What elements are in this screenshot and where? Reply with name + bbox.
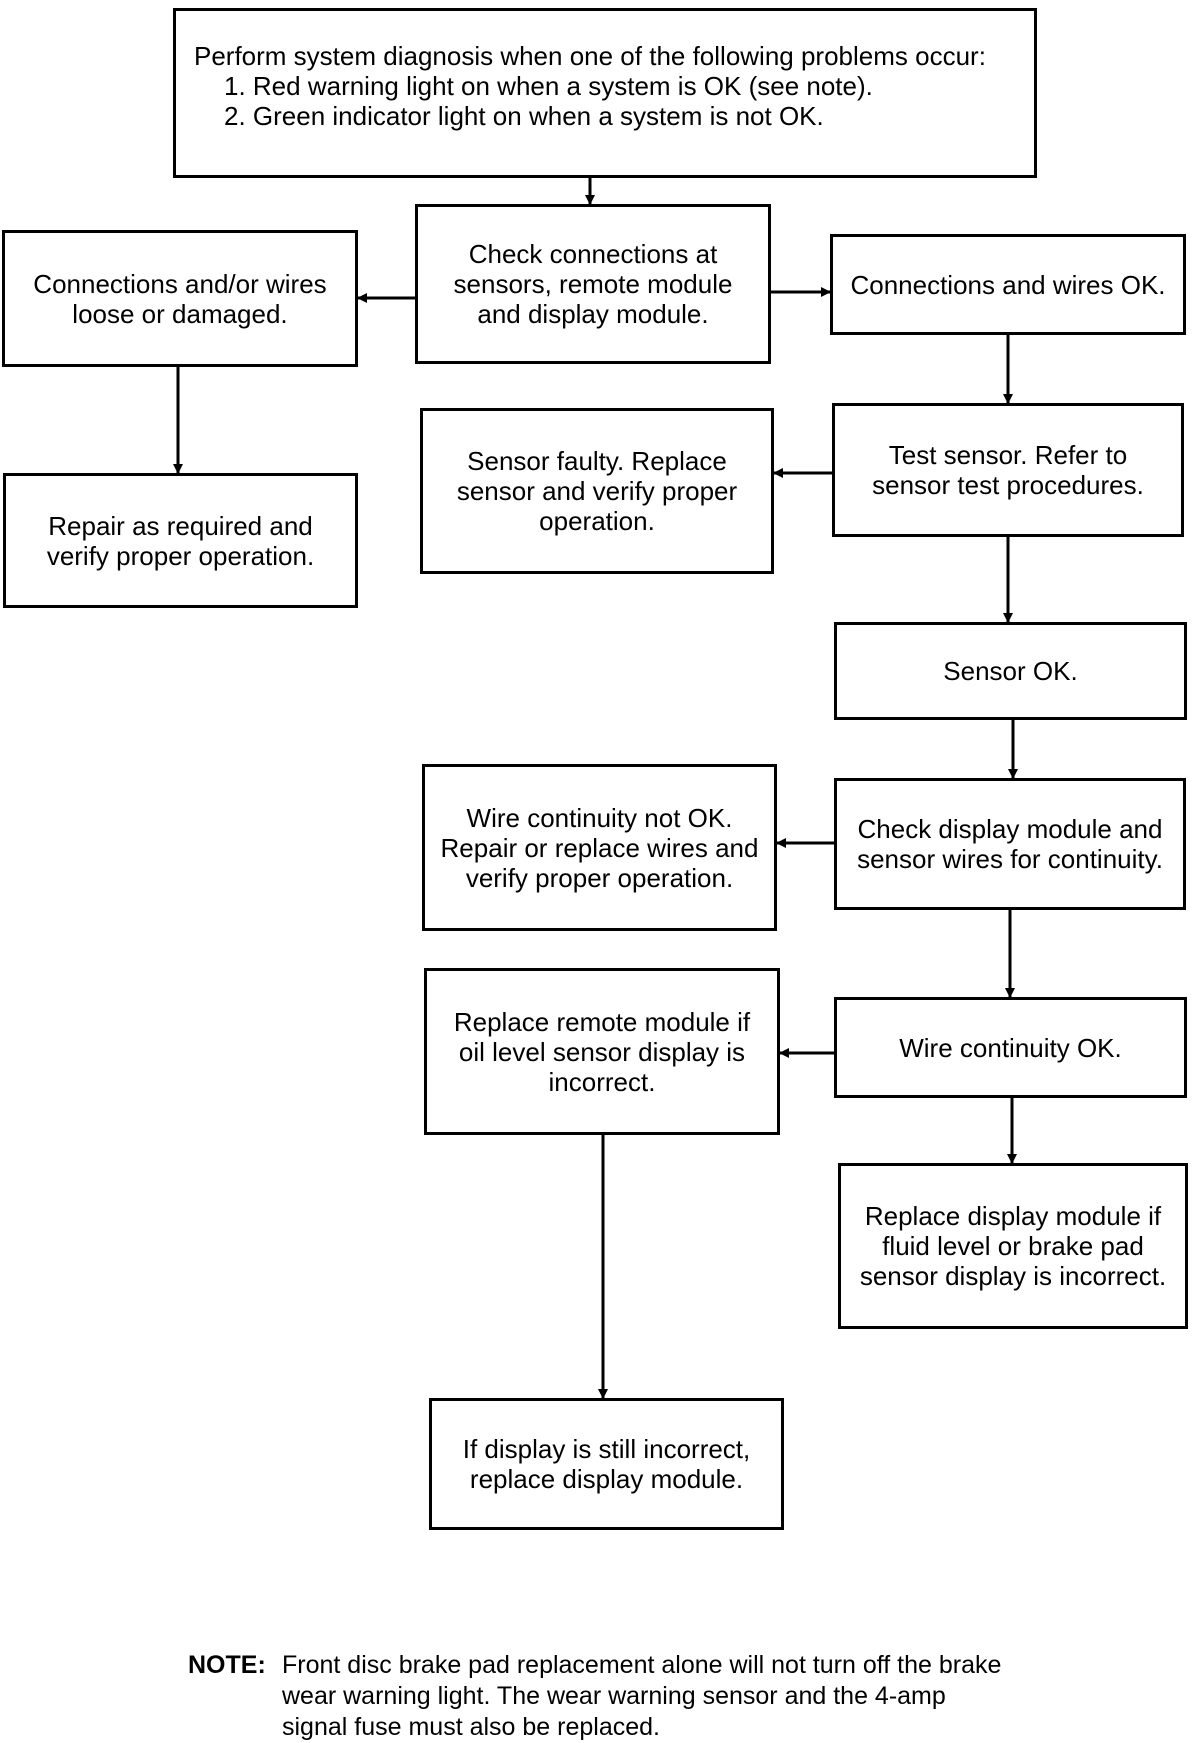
replace-display-text: Replace display module if fluid level or… <box>859 1201 1167 1291</box>
wire-ok-box: Wire continuity OK. <box>834 997 1187 1098</box>
repair-box: Repair as required and verify proper ope… <box>3 473 358 608</box>
wire-ok-text: Wire continuity OK. <box>899 1032 1122 1063</box>
replace-remote-box: Replace remote module if oil level senso… <box>424 968 780 1135</box>
replace-display-box: Replace display module if fluid level or… <box>838 1163 1188 1329</box>
note-label: NOTE: <box>188 1651 266 1679</box>
connections-damaged-box: Connections and/or wires loose or damage… <box>2 230 358 367</box>
test-sensor-text: Test sensor. Refer to sensor test proced… <box>872 440 1144 500</box>
sensor-faulty-text: Sensor faulty. Replace sensor and verify… <box>456 446 738 536</box>
check-display-box: Check display module and sensor wires fo… <box>834 778 1186 910</box>
check-connections-text: Check connections at sensors, remote mod… <box>453 239 733 329</box>
wire-not-ok-box: Wire continuity not OK. Repair or replac… <box>422 764 777 931</box>
replace-remote-text: Replace remote module if oil level senso… <box>453 1006 751 1097</box>
repair-text: Repair as required and verify proper ope… <box>46 510 315 571</box>
sensor-ok-box: Sensor OK. <box>834 622 1187 720</box>
note-text: Front disc brake pad replacement alone w… <box>282 1651 1002 1741</box>
connections-ok-box: Connections and wires OK. <box>830 234 1186 335</box>
sensor-faulty-box: Sensor faulty. Replace sensor and verify… <box>420 408 774 574</box>
wire-not-ok-text: Wire continuity not OK. Repair or replac… <box>440 802 759 893</box>
check-display-text: Check display module and sensor wires fo… <box>857 814 1163 874</box>
start-item-1: 1. Red warning light on when a system is… <box>224 71 873 101</box>
still-incorrect-text: If display is still incorrect, replace d… <box>462 1434 751 1494</box>
check-connections-box: Check connections at sensors, remote mod… <box>415 204 771 364</box>
note-block: NOTE: Front disc brake pad replacement a… <box>188 1650 1048 1743</box>
start-item-2: 2. Green indicator light on when a syste… <box>224 101 824 131</box>
test-sensor-box: Test sensor. Refer to sensor test proced… <box>832 403 1184 537</box>
sensor-ok-text: Sensor OK. <box>943 656 1078 686</box>
start-box: Perform system diagnosis when one of the… <box>173 8 1037 178</box>
connections-ok-text: Connections and wires OK. <box>850 269 1166 300</box>
still-incorrect-box: If display is still incorrect, replace d… <box>429 1398 784 1530</box>
connections-damaged-text: Connections and/or wires loose or damage… <box>33 268 327 329</box>
start-intro-text: Perform system diagnosis when one of the… <box>194 41 986 71</box>
